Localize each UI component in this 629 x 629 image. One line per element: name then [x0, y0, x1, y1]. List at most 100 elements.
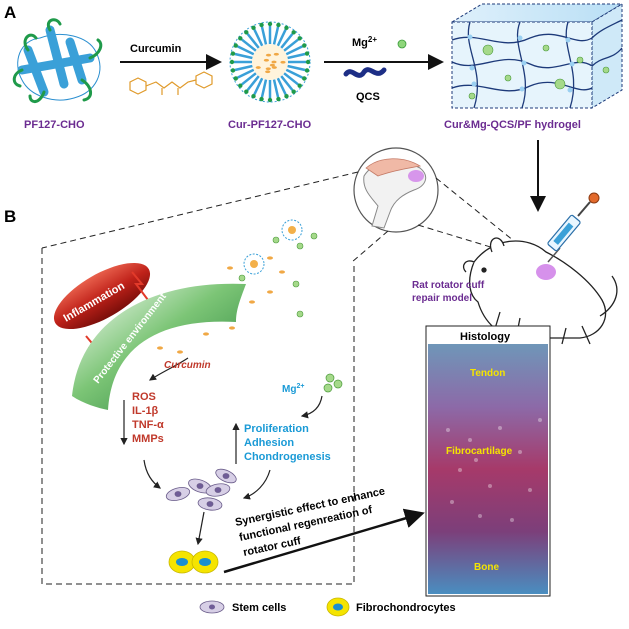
mg-arrow — [300, 395, 323, 419]
effect-chondrogenesis: Chondrogenesis — [244, 451, 331, 463]
pf127-cho-polymer-icon — [12, 18, 103, 103]
hydrogel-cube-icon — [450, 3, 624, 109]
micelle-chain — [276, 29, 287, 47]
curcumin-label: Curcumin — [164, 360, 211, 371]
micelle-chain-end — [276, 22, 281, 28]
curcumin-particle — [269, 63, 276, 67]
effects-to-cells-arrow — [242, 469, 271, 500]
legend-fibrochondrocytes-label: Fibrochondrocytes — [356, 602, 456, 614]
micelle-chain-end — [251, 25, 256, 30]
micelle-chain — [237, 68, 255, 79]
curcumin-particle — [255, 66, 261, 69]
micelle-chain — [246, 33, 260, 49]
pf127-cho-name: PF127-CHO — [24, 119, 85, 131]
micelle-chain-end — [302, 76, 307, 81]
micelle-chain-end — [304, 51, 310, 56]
histology-layer-bone: Bone — [474, 562, 499, 573]
micelle-chain-end — [244, 30, 249, 35]
legend: Stem cells Fibrochondrocytes — [199, 597, 456, 617]
micelle-chain — [283, 72, 299, 86]
cur-pf127-cho-micelle-icon — [229, 21, 311, 103]
mg-label: Mg2+ — [282, 383, 304, 395]
panel-b-label: B — [4, 207, 16, 226]
differentiation-arrow — [195, 511, 205, 546]
micelle-chain-end — [233, 43, 238, 48]
micelle-chain — [285, 45, 303, 56]
histology-title: Histology — [460, 331, 511, 343]
mg-ion-icon — [397, 39, 407, 49]
micelle-chain — [246, 75, 260, 91]
micelle-chain — [272, 26, 280, 45]
micelle-chain-end — [238, 36, 243, 41]
effect-adhesion: Adhesion — [244, 437, 294, 449]
factors-to-cells-arrow — [143, 459, 161, 489]
histology-layer-tendon: Tendon — [470, 368, 505, 379]
arrow2-mg-label: Mg2+ — [352, 35, 377, 49]
shoulder-magnifier-icon — [353, 147, 439, 233]
micelle-chain-end — [284, 25, 289, 30]
micelle-chain — [280, 75, 294, 91]
micelle-chain — [276, 77, 287, 95]
micelle-chain — [241, 72, 257, 86]
curcumin-particle — [265, 53, 272, 57]
micelle-chain — [237, 45, 255, 56]
factor-mmps: MMPs — [132, 433, 164, 445]
micelle-chain — [283, 38, 299, 52]
curcumin-particle — [265, 67, 271, 71]
micelle-chain-end — [230, 68, 236, 73]
curcumin-particle — [265, 70, 271, 74]
curcumin-arrow — [149, 357, 189, 381]
micelle-chain-end — [229, 59, 235, 65]
factor-il1b: IL-1β — [132, 405, 159, 417]
syringe-icon — [547, 192, 600, 263]
micelle-chain-end — [244, 89, 249, 94]
regeneration-arrow — [223, 508, 425, 574]
panel-a-label: A — [4, 3, 16, 22]
micelle-chain-end — [230, 51, 236, 56]
micelle-chain-end — [284, 94, 289, 99]
mg-ion-cluster-icon — [323, 373, 343, 393]
micelle-chain — [287, 52, 306, 60]
micelle-chain — [234, 64, 253, 72]
cur-pf127-cho-name: Cur-PF127-CHO — [228, 119, 312, 131]
micelle-chain-end — [297, 83, 302, 88]
arrow1-curcumin-label: Curcumin — [130, 43, 182, 55]
rat-icon — [462, 237, 618, 345]
micelle-chain — [287, 64, 306, 72]
micelle-chain-end — [259, 22, 264, 28]
micelle-chain — [260, 26, 268, 45]
curcumin-particle — [271, 60, 277, 64]
stem-cell-cluster — [165, 468, 237, 511]
micelle-chain — [253, 77, 264, 95]
legend-stem-cells-label: Stem cells — [232, 602, 286, 614]
micelle-chain-end — [304, 68, 310, 73]
protective-environment-arc — [72, 283, 246, 410]
micelle-chain-end — [267, 21, 273, 27]
micelle-chain — [285, 68, 303, 79]
micelle-chain — [260, 79, 268, 98]
fibrochondrocyte-pair — [168, 550, 219, 574]
micelle-chain-end — [259, 96, 264, 102]
effect-proliferation: Proliferation — [244, 423, 309, 435]
micelle-chain-end — [238, 83, 243, 88]
magnifier-connector-lines — [41, 171, 541, 263]
qcs-chain-icon — [343, 67, 387, 78]
micelle-chain-end — [251, 94, 256, 99]
micelle-chain — [234, 52, 253, 60]
arrow2-qcs-label: QCS — [356, 91, 380, 103]
mechanism-dashed-box — [41, 248, 355, 585]
histology-layer-fibrocartilage: Fibrocartilage — [446, 446, 513, 457]
micelle-chain-end — [302, 43, 307, 48]
micelle-chain — [241, 38, 257, 52]
micelle-chain — [280, 33, 294, 49]
micelle-chain-end — [291, 30, 296, 35]
rat-model-label-line1: Rat rotator cuff — [412, 280, 485, 291]
micelle-chain-end — [276, 96, 281, 102]
factor-tnfa: TNF-α — [132, 419, 164, 431]
histology-panel — [425, 325, 551, 597]
micelle-chain-end — [233, 76, 238, 81]
micelle-chain-end — [291, 89, 296, 94]
micelle-chain-end — [305, 59, 311, 65]
micelle-chain-end — [267, 97, 273, 103]
